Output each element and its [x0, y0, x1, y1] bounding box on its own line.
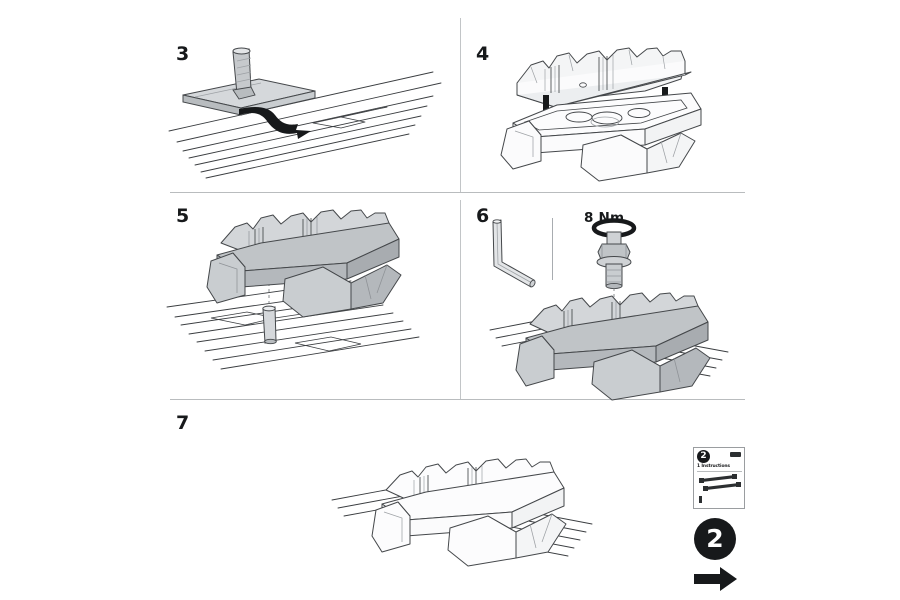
right-arrow-icon[interactable]: [694, 566, 738, 597]
step-number-5: 5: [176, 205, 189, 227]
divider-row-2: [170, 399, 745, 400]
barcode-chip-icon: [730, 452, 741, 457]
card-badge-number: 2: [697, 450, 710, 463]
roof-bars-icon: [696, 472, 742, 501]
card-part-marker: [699, 496, 702, 503]
card-divider: [697, 471, 742, 472]
step-number-3: 3: [176, 43, 189, 65]
illustration-step-3: [165, 45, 455, 185]
next-step-badge[interactable]: 2: [694, 518, 736, 560]
illustration-step-5: [165, 205, 455, 390]
divider-tool-separator: [552, 218, 553, 280]
illustration-step-7: [330, 450, 620, 580]
divider-row-1: [170, 192, 745, 193]
card-title: 1 Instructions: [697, 464, 730, 469]
divider-col-middle: [460, 200, 461, 399]
step-number-4: 4: [476, 43, 489, 65]
hex-key-icon: [492, 219, 536, 288]
divider-col-top: [460, 18, 461, 192]
slide-direction-arrow: [239, 107, 311, 139]
kit-instruction-card[interactable]: 2 1 Instructions: [693, 447, 745, 509]
illustration-step-4: [495, 45, 725, 185]
step-number-6: 6: [476, 205, 489, 227]
step-number-7: 7: [176, 412, 189, 434]
illustration-step-6: [488, 212, 738, 401]
